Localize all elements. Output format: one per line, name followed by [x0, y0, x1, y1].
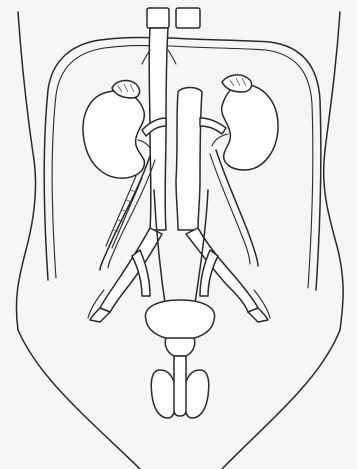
right-testis: [184, 370, 209, 418]
right-adrenal-gland: [222, 75, 252, 92]
right-kidney: [212, 75, 278, 170]
right-common-iliac: [186, 228, 258, 312]
torso-right-edge: [324, 12, 343, 330]
left-kidney-body: [83, 91, 144, 178]
left-external-iliac-band: [90, 308, 110, 322]
left-common-iliac: [100, 228, 162, 312]
left-testis: [151, 370, 176, 418]
right-renal-vessel: [200, 118, 226, 134]
aorta-trunk: [176, 88, 202, 231]
leg-left-outline: [18, 330, 140, 469]
top-vessel-stubs: [147, 8, 200, 28]
urinary-bladder: [145, 300, 214, 356]
leg-right-outline: [222, 330, 340, 469]
urethra: [174, 356, 186, 416]
aorta-top-stub: [176, 8, 200, 28]
right-external-iliac-band: [248, 308, 268, 322]
right-kidney-body: [222, 84, 278, 170]
reproductive-region: [151, 356, 208, 418]
right-renal-pelvis: [212, 134, 228, 146]
right-internal-iliac: [200, 250, 218, 296]
bladder-body: [145, 300, 214, 340]
vena-cava-top-stub: [147, 8, 169, 28]
left-gonadal-line-2: [112, 178, 142, 248]
left-gonadal-vessels: [106, 176, 142, 248]
bladder-neck: [165, 338, 194, 356]
torso-left-edge: [16, 12, 35, 330]
